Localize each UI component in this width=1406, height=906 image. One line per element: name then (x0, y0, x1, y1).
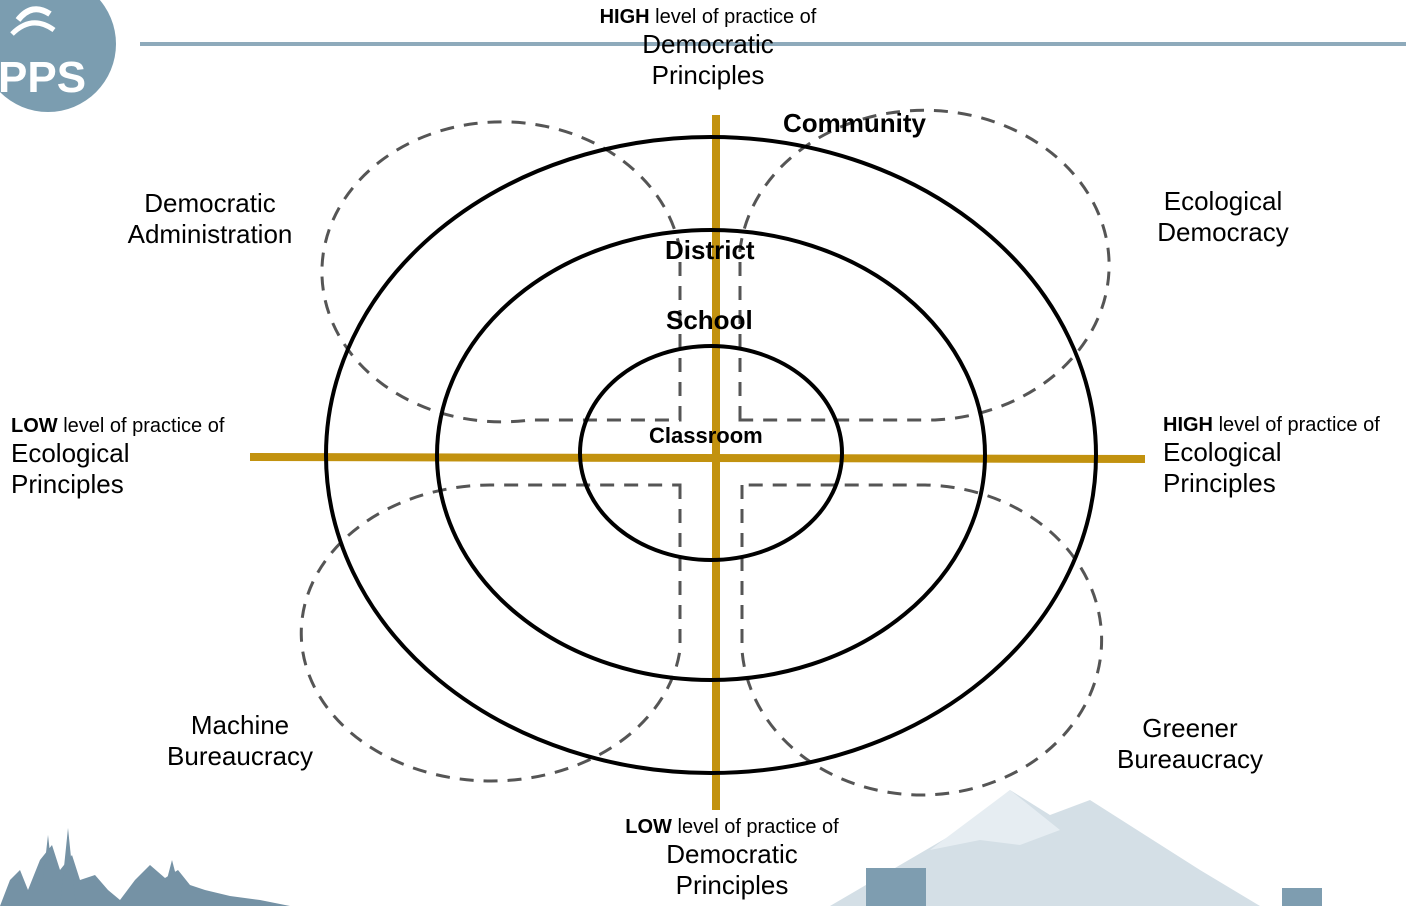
quadrant-bottom-right-line1: Greener (1142, 713, 1238, 743)
axis-left-strong: LOW (11, 415, 58, 437)
ring-label-community: Community (783, 108, 926, 138)
axis-top-strong: HIGH (599, 6, 650, 28)
quadrant-outlines (299, 108, 1111, 797)
ring-label-school: School (666, 305, 753, 335)
mountain-peak (930, 790, 1060, 850)
logo-swirl-1 (15, 6, 52, 22)
concentric-rings (324, 135, 1098, 775)
quadrant-top-right-line2: Democracy (1157, 217, 1289, 248)
quadrant-bottom-right-line2: Bureaucracy (1117, 744, 1263, 775)
axis-top-rest: level of practice of (655, 6, 817, 28)
quadrant-bottom-left-line1: Machine (190, 710, 290, 740)
quadrant-top-left-line1: Democratic (144, 188, 276, 218)
axis-label-right: HIGH level of practice of Ecological Pri… (1163, 413, 1406, 499)
quadrant-outline-bottom-left (299, 483, 682, 783)
building-silhouette-left (866, 868, 926, 906)
background-decor (0, 790, 1322, 906)
axis-bottom-strong: LOW (625, 816, 672, 838)
quadrant-label-top-left: Democratic Administration (110, 188, 310, 250)
ring-label-classroom: Classroom (649, 423, 763, 448)
axis-label-left: LOW level of practice of Ecological Prin… (11, 414, 256, 500)
quadrant-label-bottom-left: Machine Bureaucracy (150, 710, 330, 772)
axis-right-rest: level of practice of (1218, 414, 1380, 436)
mountain-silhouette (830, 790, 1260, 906)
tree-line (0, 828, 290, 906)
quadrant-label-bottom-right: Greener Bureaucracy (1100, 713, 1280, 775)
axis-bottom-rest: level of practice of (677, 816, 839, 838)
building-silhouette-right (1282, 888, 1322, 906)
pps-logo: PPS (0, 0, 116, 112)
quadrant-top-left-line2: Administration (127, 219, 293, 250)
axis-label-top: HIGH level of practice of Democratic Pri… (588, 5, 828, 91)
quadrant-outline-top-left (320, 120, 682, 424)
axis-label-bottom: LOW level of practice of Democratic Prin… (612, 815, 852, 901)
axis-right-line1: Ecological (1163, 437, 1282, 467)
axis-left-line1: Ecological (11, 438, 130, 468)
ring-label-district: District (665, 235, 755, 265)
ring-community (324, 135, 1098, 775)
quadrant-outline-bottom-right (740, 483, 1104, 797)
axis-left-rest: level of practice of (63, 415, 225, 437)
logo-text: PPS (0, 53, 86, 102)
axis-bottom-line2: Principles (675, 870, 789, 901)
quadrant-outline-top-right (738, 108, 1111, 422)
axis-bottom-line1: Democratic (666, 839, 798, 869)
axis-top-line1: Democratic (642, 29, 774, 59)
axis-left-line2: Principles (11, 469, 124, 500)
quadrant-top-right-line1: Ecological (1163, 186, 1283, 216)
axis-top-line2: Principles (651, 60, 765, 91)
logo-swirl-2 (10, 20, 56, 36)
quadrant-bottom-left-line2: Bureaucracy (167, 741, 313, 772)
ring-school (578, 344, 844, 562)
axis-right-line2: Principles (1163, 468, 1276, 499)
logo-circle (0, 0, 116, 112)
axis-right-strong: HIGH (1163, 414, 1213, 436)
horizontal-axis (249, 453, 1146, 463)
ring-district (435, 228, 987, 682)
quadrant-label-top-right: Ecological Democracy (1133, 186, 1313, 248)
